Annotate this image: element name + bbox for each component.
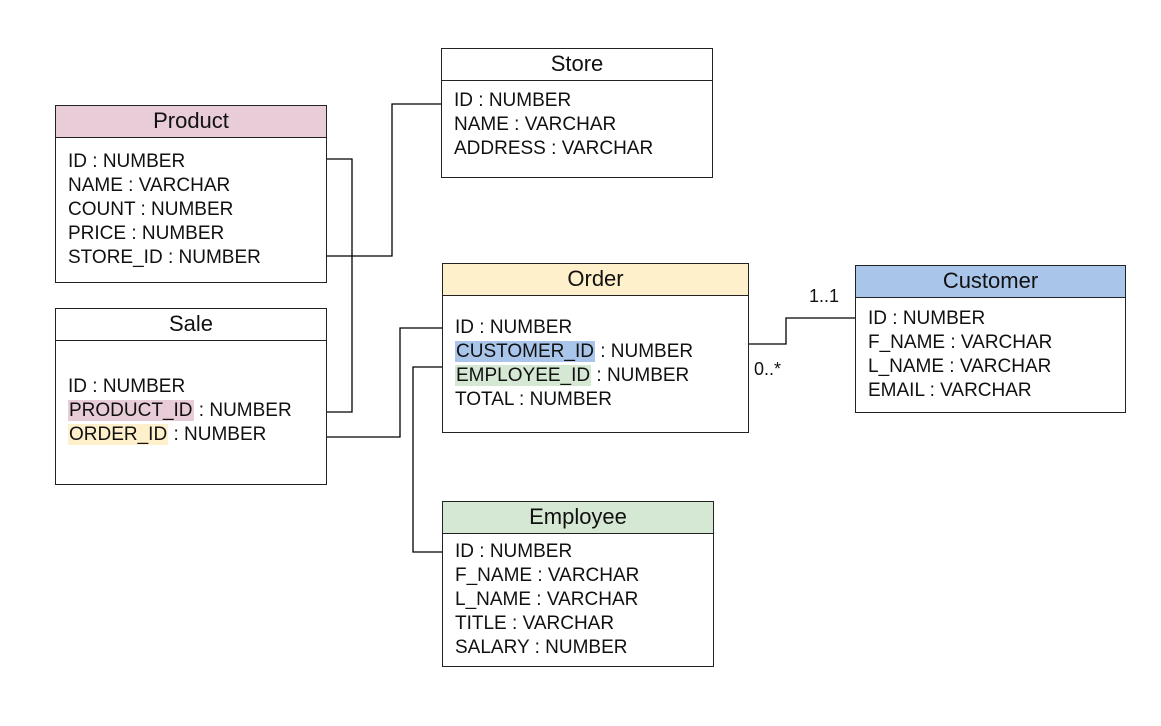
customer-field-l-name: L_NAME : VARCHAR bbox=[868, 356, 1052, 377]
field-list-sale: ID : NUMBER PRODUCT_ID : NUMBER ORDER_ID… bbox=[56, 341, 326, 447]
sale-field-id: ID : NUMBER bbox=[68, 376, 186, 397]
product-field-count: COUNT : NUMBER bbox=[68, 199, 234, 220]
entity-sale[interactable]: Sale ID : NUMBER PRODUCT_ID : NUMBER ORD… bbox=[55, 308, 327, 485]
employee-field-l-name: L_NAME : VARCHAR bbox=[455, 589, 639, 610]
entity-order[interactable]: Order ID : NUMBER CUSTOMER_ID : NUMBER E… bbox=[442, 263, 749, 433]
sale-field-product-id: PRODUCT_ID : NUMBER bbox=[68, 399, 314, 423]
store-field-id: ID : NUMBER bbox=[454, 90, 572, 111]
entity-title-sale: Sale bbox=[56, 309, 326, 341]
field-list-customer: ID : NUMBER F_NAME : VARCHAR L_NAME : VA… bbox=[856, 298, 1125, 403]
product-field-name: NAME : VARCHAR bbox=[68, 175, 231, 196]
entity-title-employee: Employee bbox=[443, 502, 713, 534]
connector-product-store[interactable] bbox=[307, 103, 442, 257]
product-field-price: PRICE : NUMBER bbox=[68, 223, 225, 244]
sale-order-id-key: ORDER_ID bbox=[68, 424, 169, 445]
sale-product-id-type: : NUMBER bbox=[193, 400, 292, 421]
entity-store[interactable]: Store ID : NUMBER NAME : VARCHAR ADDRESS… bbox=[441, 48, 713, 178]
entity-employee[interactable]: Employee ID : NUMBER F_NAME : VARCHAR L_… bbox=[442, 501, 714, 667]
order-employee-id-key: EMPLOYEE_ID bbox=[455, 365, 592, 386]
field-list-store: ID : NUMBER NAME : VARCHAR ADDRESS : VAR… bbox=[442, 81, 712, 161]
product-field-store-id: STORE_ID : NUMBER bbox=[68, 247, 261, 268]
employee-field-title: TITLE : VARCHAR bbox=[455, 613, 615, 634]
field-list-order: ID : NUMBER CUSTOMER_ID : NUMBER EMPLOYE… bbox=[443, 296, 748, 412]
entity-product[interactable]: Product ID : NUMBER NAME : VARCHAR COUNT… bbox=[55, 105, 327, 283]
entity-title-product: Product bbox=[56, 106, 326, 138]
entity-customer[interactable]: Customer ID : NUMBER F_NAME : VARCHAR L_… bbox=[855, 265, 1126, 413]
employee-field-f-name: F_NAME : VARCHAR bbox=[455, 565, 640, 586]
store-field-address: ADDRESS : VARCHAR bbox=[454, 138, 654, 159]
store-field-name: NAME : VARCHAR bbox=[454, 114, 617, 135]
order-customer-id-type: : NUMBER bbox=[594, 341, 694, 362]
field-list-employee: ID : NUMBER F_NAME : VARCHAR L_NAME : VA… bbox=[443, 534, 713, 660]
order-employee-id-type: : NUMBER bbox=[591, 365, 690, 386]
entity-title-customer: Customer bbox=[856, 266, 1125, 298]
order-field-employee-id: EMPLOYEE_ID : NUMBER bbox=[455, 364, 736, 388]
order-field-id: ID : NUMBER bbox=[455, 317, 573, 338]
order-field-total: TOTAL : NUMBER bbox=[455, 389, 612, 410]
customer-field-email: EMAIL : VARCHAR bbox=[868, 380, 1032, 401]
sale-order-id-type: : NUMBER bbox=[168, 424, 267, 445]
sale-field-order-id: ORDER_ID : NUMBER bbox=[68, 423, 314, 447]
field-list-product: ID : NUMBER NAME : VARCHAR COUNT : NUMBE… bbox=[56, 138, 326, 270]
connector-sale-order[interactable] bbox=[282, 327, 444, 438]
connector-order-employee[interactable] bbox=[412, 366, 456, 553]
product-field-id: ID : NUMBER bbox=[68, 151, 186, 172]
multiplicity-one-label: 1..1 bbox=[809, 286, 840, 306]
customer-field-id: ID : NUMBER bbox=[868, 308, 986, 329]
entity-title-store: Store bbox=[442, 49, 712, 81]
order-field-customer-id: CUSTOMER_ID : NUMBER bbox=[455, 340, 736, 364]
employee-field-id: ID : NUMBER bbox=[455, 541, 573, 562]
employee-field-salary: SALARY : NUMBER bbox=[455, 637, 628, 658]
entity-title-order: Order bbox=[443, 264, 748, 296]
customer-field-f-name: F_NAME : VARCHAR bbox=[868, 332, 1053, 353]
multiplicity-many-label: 0..* bbox=[754, 359, 782, 379]
sale-product-id-key: PRODUCT_ID bbox=[68, 400, 194, 421]
order-customer-id-key: CUSTOMER_ID bbox=[455, 341, 595, 362]
